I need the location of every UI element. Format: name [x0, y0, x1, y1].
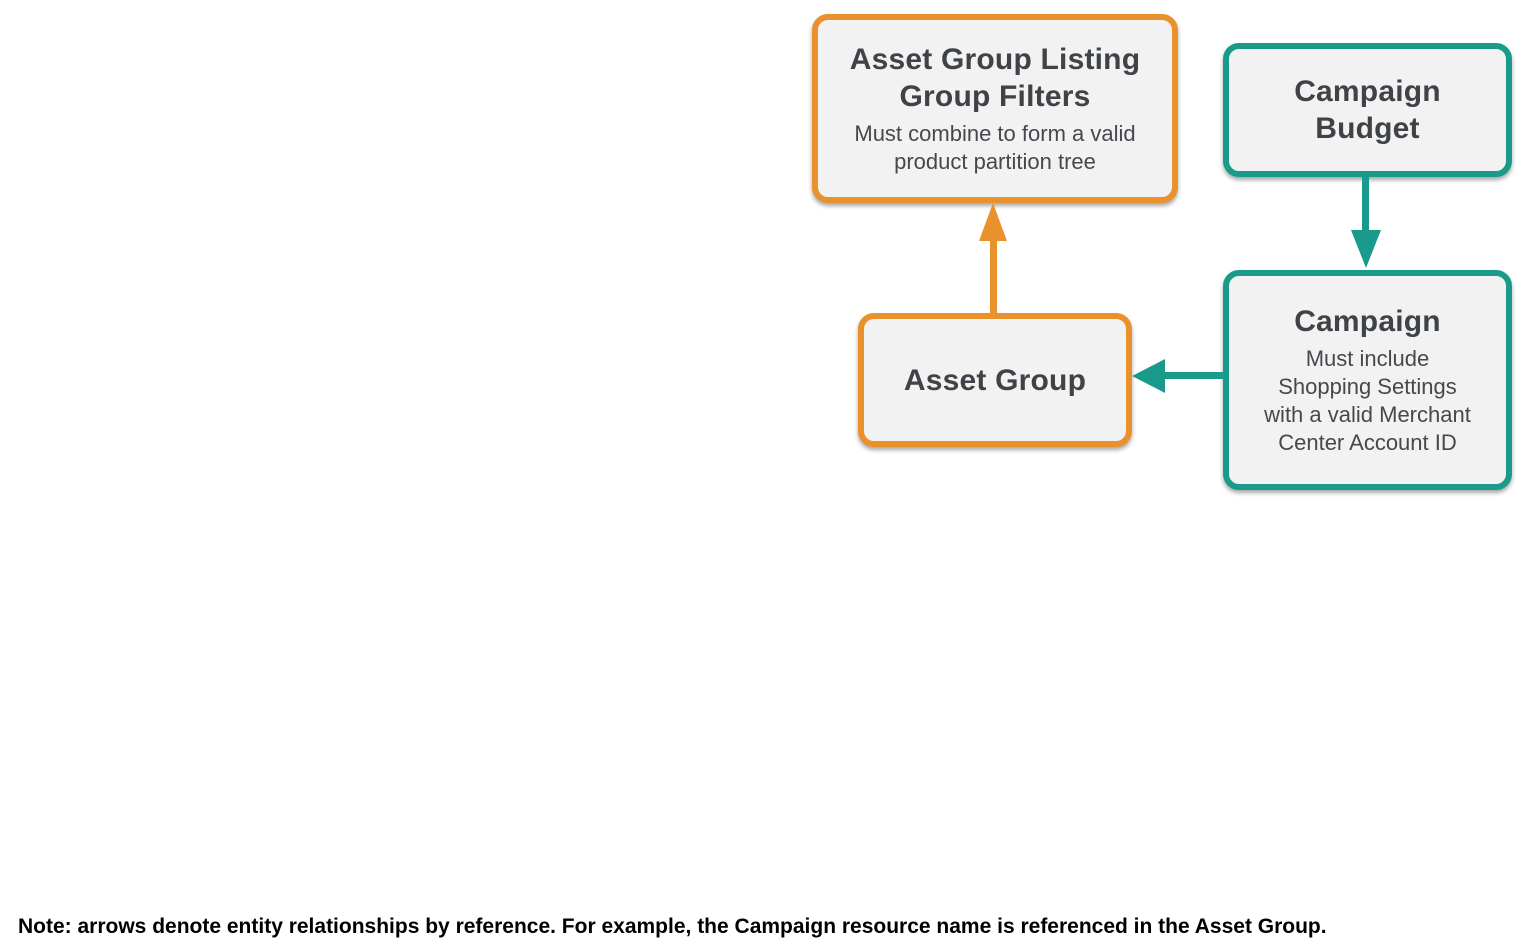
- subtitle-line: Shopping Settings: [1278, 374, 1457, 399]
- arrow-left-icon: [1132, 359, 1165, 393]
- title-line: Campaign: [1294, 75, 1441, 108]
- arrow-up-icon: [979, 203, 1007, 241]
- node-subtitle: Must combine to form a valid product par…: [854, 120, 1135, 176]
- arrow-down-icon: [1351, 230, 1381, 268]
- node-title: Asset Group Listing Group Filters: [850, 41, 1141, 115]
- node-asset-group-listing-group-filters: Asset Group Listing Group Filters Must c…: [812, 14, 1178, 203]
- subtitle-line: product partition tree: [894, 149, 1096, 174]
- node-campaign: Campaign Must include Shopping Settings …: [1223, 270, 1512, 490]
- arrow-asset-group-to-listing-filters-line: [990, 238, 997, 314]
- node-subtitle: Must include Shopping Settings with a va…: [1264, 345, 1471, 457]
- node-title: Campaign Budget: [1294, 73, 1441, 147]
- arrow-campaign-to-asset-group-line: [1163, 372, 1223, 379]
- title-line: Asset Group Listing: [849, 43, 1141, 76]
- title-line: Group Filters: [899, 80, 1091, 113]
- subtitle-line: with a valid Merchant: [1264, 402, 1471, 427]
- subtitle-line: Must include: [1305, 346, 1430, 371]
- node-title: Campaign: [1294, 305, 1441, 338]
- node-asset-group: Asset Group: [858, 313, 1132, 447]
- subtitle-line: Must combine to form a valid: [854, 121, 1136, 146]
- node-title: Asset Group: [903, 363, 1087, 397]
- arrow-campaign-budget-to-campaign-line: [1362, 177, 1369, 232]
- title-line: Budget: [1315, 112, 1420, 145]
- subtitle-line: Center Account ID: [1278, 430, 1457, 455]
- node-campaign-budget: Campaign Budget: [1223, 43, 1512, 177]
- diagram-note: Note: arrows denote entity relationships…: [18, 915, 1327, 938]
